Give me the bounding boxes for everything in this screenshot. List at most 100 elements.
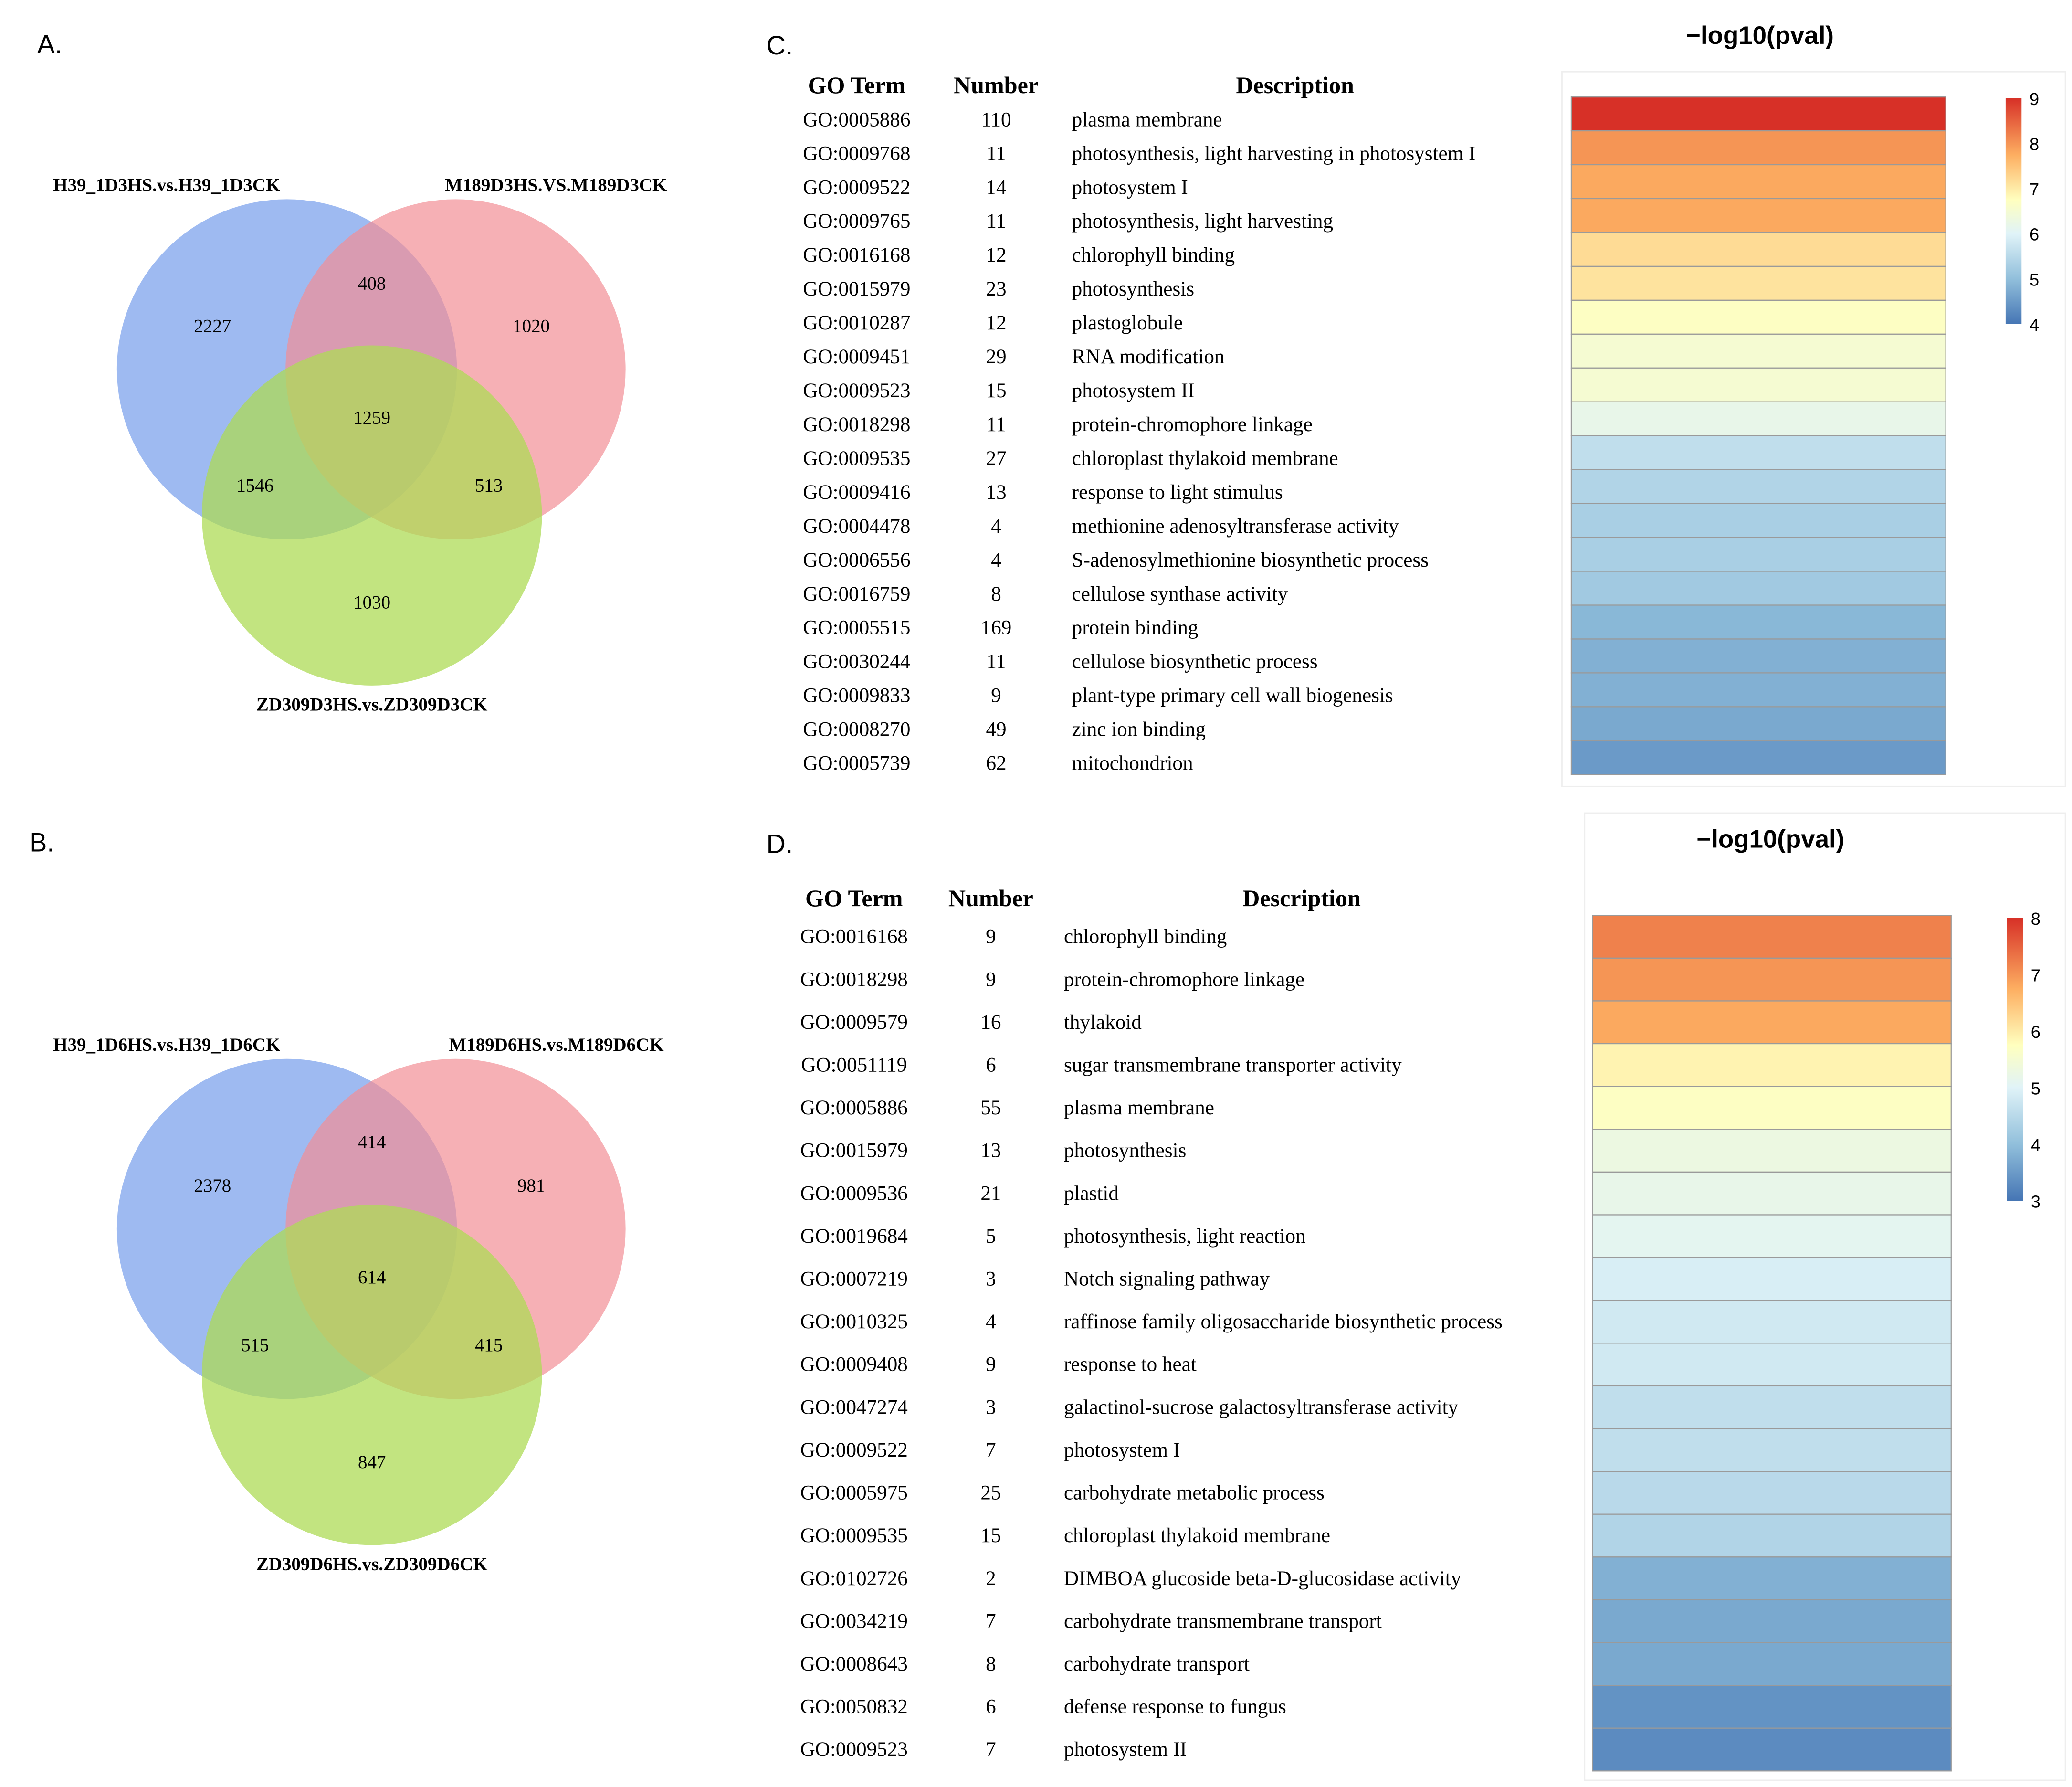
heatmap-c-number: 11 bbox=[986, 413, 1006, 436]
heatmap-c-cell bbox=[1570, 672, 1946, 708]
venn-a-set-1-label: H39_1D3HS.vs.H39_1D3CK bbox=[53, 175, 280, 196]
heatmap-d-go-term: GO:0050832 bbox=[800, 1696, 908, 1718]
panel-letter-d: D. bbox=[767, 829, 793, 858]
heatmap-c-cell bbox=[1570, 401, 1946, 436]
heatmap-d-number: 9 bbox=[986, 926, 996, 948]
heatmap-c-go-term: GO:0015979 bbox=[803, 278, 910, 300]
heatmap-d-description: photosystem II bbox=[1064, 1738, 1187, 1761]
heatmap-c-go-term: GO:0006556 bbox=[803, 549, 910, 571]
heatmap-d-cell bbox=[1592, 1428, 1952, 1472]
venn-b-set-1-label: H39_1D6HS.vs.H39_1D6CK bbox=[53, 1035, 280, 1055]
heatmap-d-go-term: GO:0016168 bbox=[800, 926, 908, 948]
heatmap-d-number: 6 bbox=[986, 1696, 996, 1718]
heatmap-c-number: 110 bbox=[981, 108, 1011, 131]
heatmap-c-cell bbox=[1570, 435, 1946, 470]
venn-diagram-b: H39_1D6HS.vs.H39_1D6CK M189D6HS.vs.M189D… bbox=[53, 1035, 663, 1575]
heatmap-d-number: 7 bbox=[986, 1738, 996, 1761]
heatmap-d-number: 7 bbox=[986, 1610, 996, 1632]
heatmap-c-description: photosynthesis bbox=[1072, 278, 1194, 300]
venn-a-1-3: 1546 bbox=[236, 476, 273, 496]
heatmap-c-go-term: GO:0009523 bbox=[803, 380, 910, 402]
heatmap-c-go-term: GO:0008270 bbox=[803, 719, 910, 741]
heatmap-c-col-description: Description bbox=[1236, 72, 1354, 98]
heatmap-d-cell bbox=[1592, 1257, 1952, 1301]
heatmap-c-go-term: GO:0016168 bbox=[803, 244, 910, 266]
heatmap-d-go-term: GO:0051119 bbox=[801, 1054, 907, 1077]
heatmap-d-colorbar-tick: 4 bbox=[2031, 1135, 2040, 1155]
heatmap-c-go-term: GO:0016759 bbox=[803, 583, 910, 605]
heatmap-d-cells bbox=[1592, 915, 1952, 1772]
panel-letter-a: A. bbox=[37, 29, 63, 59]
heatmap-c-description: plasma membrane bbox=[1072, 108, 1222, 131]
heatmap-c-cell bbox=[1570, 96, 1946, 132]
venn-a-1-2-3: 1259 bbox=[353, 408, 390, 428]
venn-b-set-2-label: M189D6HS.vs.M189D6CK bbox=[449, 1035, 664, 1055]
heatmap-d-colorbar-tick: 8 bbox=[2031, 909, 2040, 929]
heatmap-c-go-term: GO:0005739 bbox=[803, 752, 910, 775]
panel-letter-b: B. bbox=[29, 828, 54, 857]
heatmap-c-colorbar-tick: 7 bbox=[2030, 180, 2039, 199]
heatmap-c-go-term: GO:0009416 bbox=[803, 481, 910, 504]
heatmap-c-description: photosystem II bbox=[1072, 380, 1195, 402]
heatmap-d-number: 2 bbox=[986, 1567, 996, 1590]
heatmap-c-go-term: GO:0010287 bbox=[803, 312, 910, 334]
heatmap-d-cell bbox=[1592, 1385, 1952, 1429]
heatmap-d-cell bbox=[1592, 1300, 1952, 1344]
heatmap-c-cells bbox=[1570, 96, 1946, 775]
heatmap-c-description: photosynthesis, light harvesting in phot… bbox=[1072, 142, 1476, 165]
heatmap-d-go-term: GO:0009522 bbox=[800, 1439, 908, 1461]
heatmap-c-cell bbox=[1570, 265, 1946, 301]
heatmap-d-go-term: GO:0005975 bbox=[800, 1482, 908, 1504]
heatmap-d-number: 3 bbox=[986, 1396, 996, 1418]
heatmap-c-go-term: GO:0009768 bbox=[803, 142, 910, 165]
heatmap-d-cell bbox=[1592, 1043, 1952, 1087]
heatmap-c-cell bbox=[1570, 604, 1946, 640]
heatmap-c-colorbar-tick: 8 bbox=[2030, 134, 2039, 154]
heatmap-d-colorbar-tick: 6 bbox=[2031, 1022, 2040, 1042]
venn-a-set-3-label: ZD309D3HS.vs.ZD309D3CK bbox=[256, 695, 488, 715]
heatmap-d-description: photosynthesis, light reaction bbox=[1064, 1225, 1306, 1248]
heatmap-c-go-term: GO:0009833 bbox=[803, 685, 910, 707]
heatmap-d-number: 16 bbox=[980, 1011, 1001, 1034]
heatmap-c-number: 11 bbox=[986, 142, 1006, 165]
venn-b-only-3: 847 bbox=[358, 1452, 386, 1472]
heatmap-c-cell bbox=[1570, 198, 1946, 233]
heatmap-c-cell bbox=[1570, 164, 1946, 200]
heatmap-c-description: mitochondrion bbox=[1072, 752, 1193, 775]
heatmap-d-title: −log10(pval) bbox=[1696, 825, 1844, 853]
heatmap-d-description: plastid bbox=[1064, 1182, 1119, 1205]
heatmap-c-colorbar-tick: 5 bbox=[2030, 270, 2039, 289]
heatmap-d-number: 21 bbox=[980, 1182, 1001, 1205]
heatmap-d-number: 55 bbox=[980, 1097, 1001, 1119]
heatmap-c-number: 4 bbox=[991, 515, 1001, 538]
venn-b-only-1: 2378 bbox=[194, 1175, 231, 1196]
heatmap-c-go-term: GO:0009535 bbox=[803, 447, 910, 470]
venn-a-only-2: 1020 bbox=[513, 316, 550, 337]
heatmap-d-go-term: GO:0034219 bbox=[800, 1610, 908, 1632]
heatmap-c-number: 14 bbox=[986, 176, 1006, 199]
heatmap-c-go-term: GO:0005886 bbox=[803, 108, 910, 131]
heatmap-d-go-term: GO:0009579 bbox=[800, 1011, 908, 1034]
heatmap-c-colorbar bbox=[2005, 98, 2022, 324]
heatmap-c-cell bbox=[1570, 537, 1946, 572]
heatmap-c-cell bbox=[1570, 571, 1946, 606]
heatmap-d-cell bbox=[1592, 957, 1952, 1002]
heatmap-c-description: chlorophyll binding bbox=[1072, 244, 1235, 266]
heatmap-d-go-term: GO:0047274 bbox=[800, 1396, 908, 1418]
heatmap-d-go-term: GO:0008643 bbox=[800, 1653, 908, 1675]
heatmap-d-description: raffinose family oligosaccharide biosynt… bbox=[1064, 1311, 1503, 1333]
heatmap-d-description: protein-chromophore linkage bbox=[1064, 968, 1304, 991]
heatmap-c-colorbar-tick: 4 bbox=[2030, 315, 2039, 335]
heatmap-c-colorbar-tick: 9 bbox=[2030, 89, 2039, 109]
heatmap-c-description: photosynthesis, light harvesting bbox=[1072, 210, 1333, 233]
heatmap-c-number: 15 bbox=[986, 380, 1006, 402]
heatmap-d-cell bbox=[1592, 1513, 1952, 1558]
heatmap-c-number: 12 bbox=[986, 244, 1006, 266]
heatmap-c-number: 11 bbox=[986, 651, 1006, 673]
heatmap-c-col-number: Number bbox=[954, 72, 1039, 98]
heatmap-d-number: 8 bbox=[986, 1653, 996, 1675]
